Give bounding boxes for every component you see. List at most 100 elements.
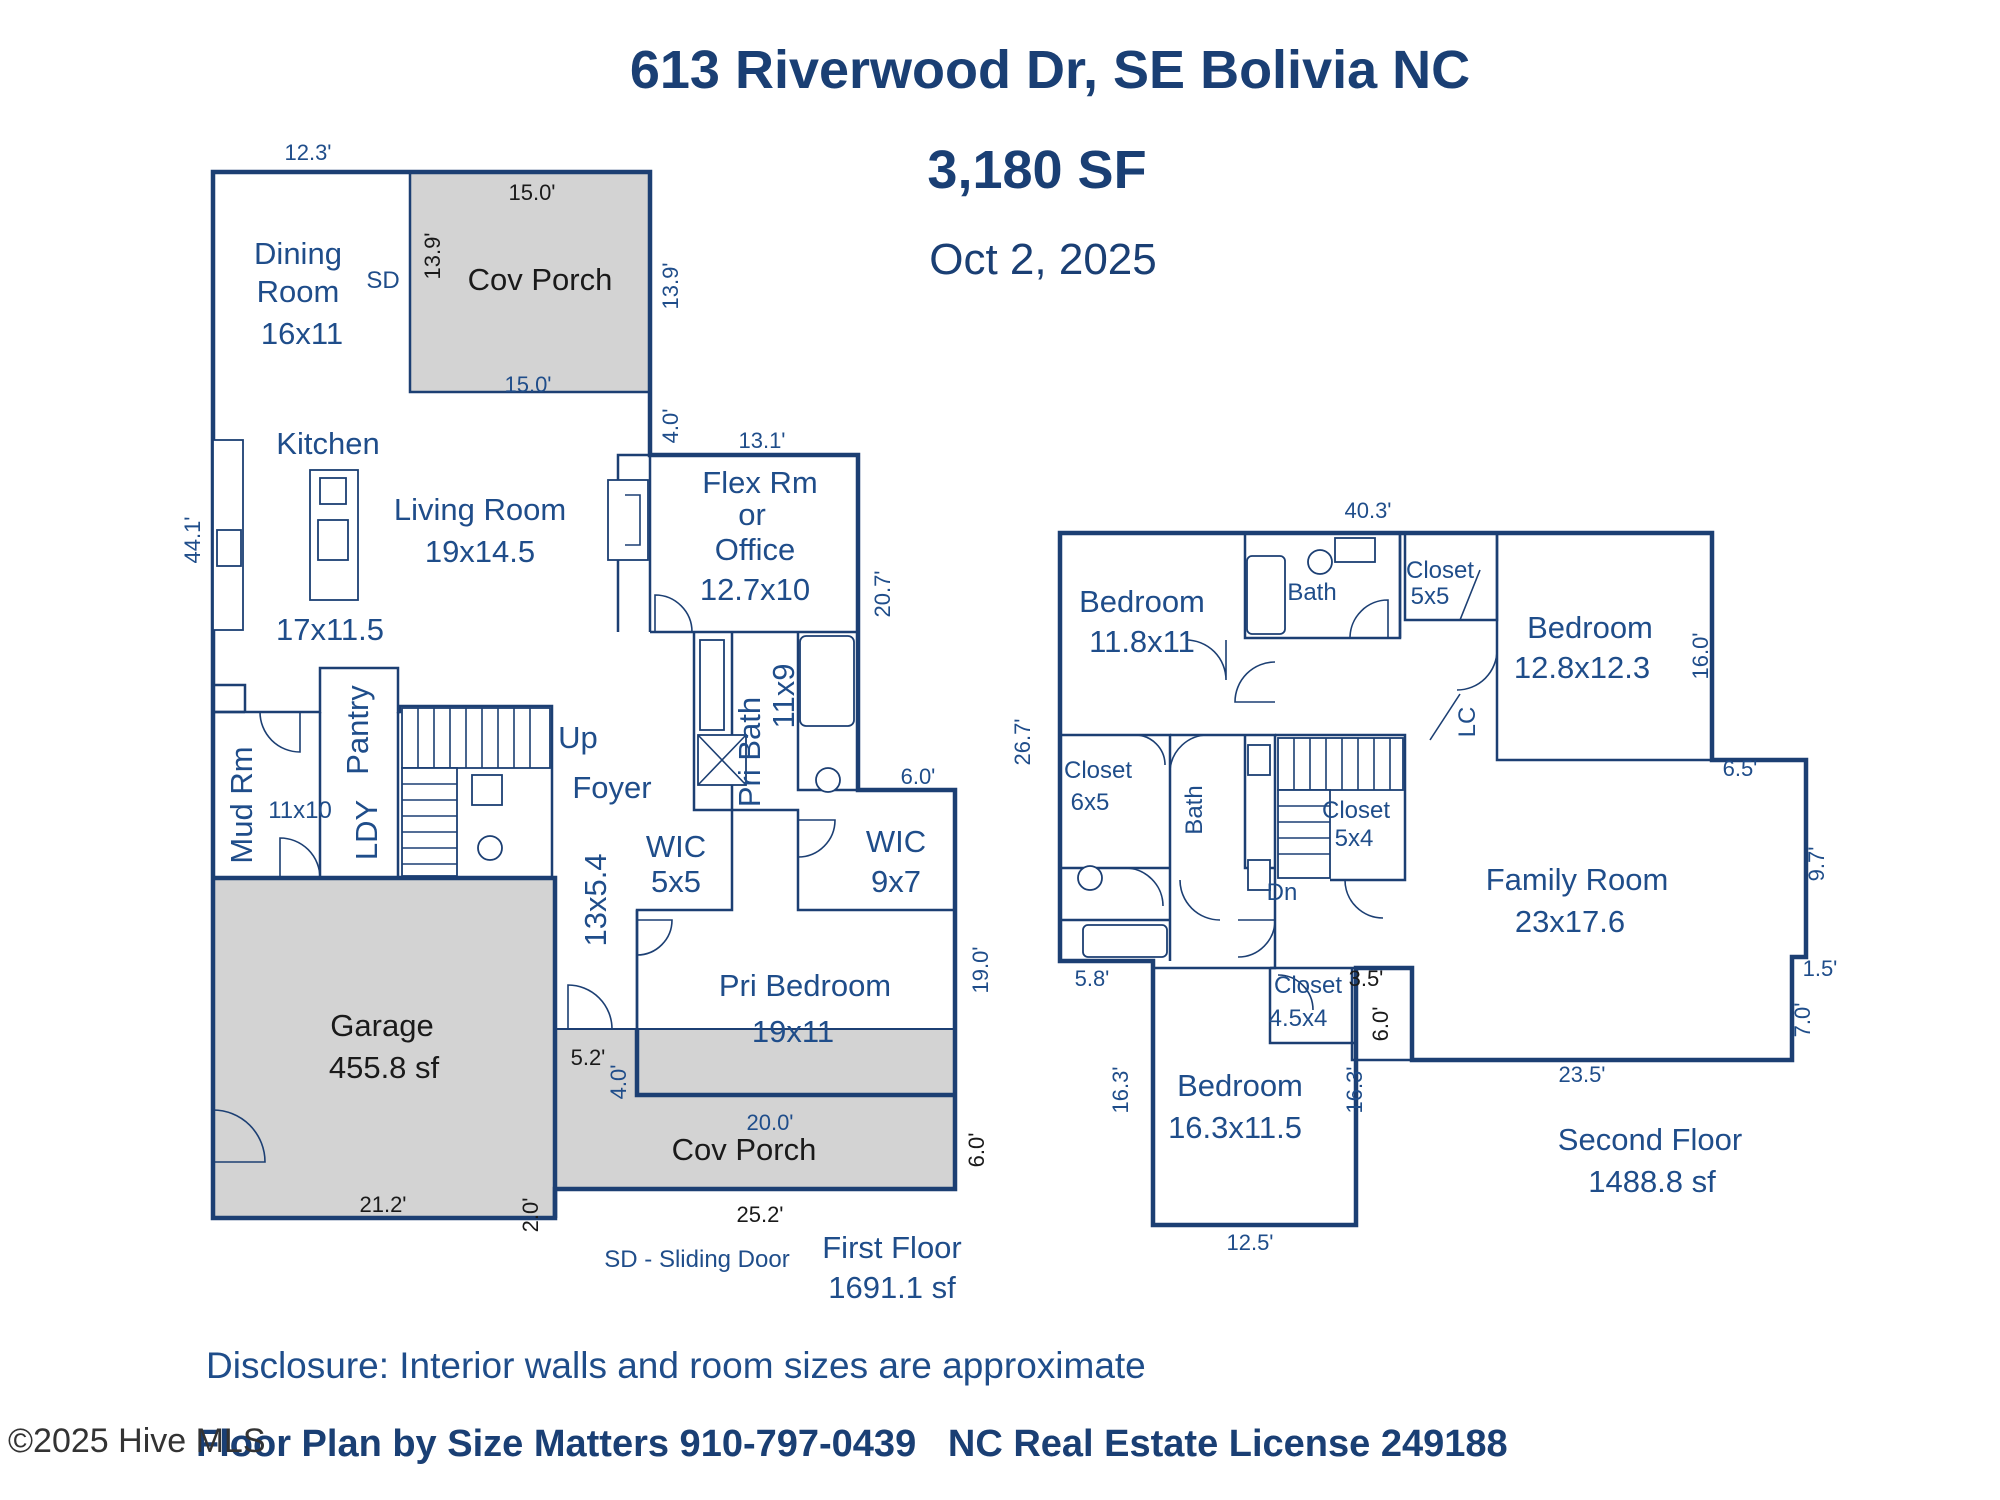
bath-mid-label: Bath xyxy=(1181,785,1208,834)
closet-small-size: 4.5x4 xyxy=(1269,1005,1328,1032)
door-swing xyxy=(797,819,836,858)
door-swing xyxy=(1349,599,1389,639)
dim-label: 20.7' xyxy=(870,570,895,617)
dim-label: 44.1' xyxy=(180,516,205,563)
property-address: 613 Riverwood Dr, SE Bolivia NC xyxy=(630,40,1470,100)
door-swing xyxy=(1234,661,1276,703)
bath-tub-wall xyxy=(796,632,858,792)
dim-label: 4.0' xyxy=(606,1065,631,1100)
primary-bedroom-label: Pri Bedroom xyxy=(719,968,891,1003)
closet-jog xyxy=(1350,968,1412,1062)
wic-right-label: WIC xyxy=(866,824,926,859)
door-swing xyxy=(1459,569,1481,621)
closet-stair-label: Closet xyxy=(1322,797,1390,824)
fireplace-inner xyxy=(625,494,641,546)
garage-label: Garage xyxy=(330,1008,433,1043)
dim-label: 19.0' xyxy=(968,946,993,993)
wic-right-size: 9x7 xyxy=(871,864,921,899)
flex-room-label: Office xyxy=(715,532,795,567)
foyer-label: Foyer xyxy=(572,770,651,805)
dim-label: 6.0' xyxy=(964,1133,989,1168)
first-floor-area: 1691.1 sf xyxy=(828,1270,956,1305)
wic-left-label: WIC xyxy=(646,829,706,864)
dim-label: 1.5' xyxy=(1803,956,1838,981)
door-swing xyxy=(654,594,693,633)
shower-cross xyxy=(697,734,747,786)
dim-label: 7.0' xyxy=(1790,1003,1815,1038)
bath-top-label: Bath xyxy=(1287,579,1336,606)
dim-label: 21.2' xyxy=(359,1192,406,1217)
living-room-size: 19x14.5 xyxy=(425,534,535,569)
vanity-icon xyxy=(699,639,725,731)
closet-left-label: Closet xyxy=(1064,757,1132,784)
bathtub-icon xyxy=(799,635,855,727)
door-swing xyxy=(1456,649,1498,691)
mud-room-size: 11x10 xyxy=(268,797,332,824)
door-swing xyxy=(636,919,673,956)
dim-label: 25.2' xyxy=(736,1202,783,1227)
linen-closet-label: LC xyxy=(1454,707,1481,738)
dining-room-label: Dining xyxy=(254,236,342,271)
laundry-walls xyxy=(318,712,400,878)
door-swing xyxy=(1344,879,1384,919)
closet-top-label: Closet xyxy=(1406,557,1474,584)
door-swing xyxy=(1429,693,1461,741)
door-swing xyxy=(1185,639,1227,681)
dim-label: 13.9' xyxy=(658,262,683,309)
dim-label: 15.0' xyxy=(508,180,555,205)
toilet-icon xyxy=(1307,549,1333,575)
bedroom-ne-label: Bedroom xyxy=(1527,610,1653,645)
first-floor-staircase xyxy=(401,707,551,877)
bedroom-nw-size: 11.8x11 xyxy=(1089,624,1195,659)
door-swing xyxy=(1169,734,1209,771)
garage-area-label: 455.8 sf xyxy=(329,1050,440,1085)
flex-room-size: 12.7x10 xyxy=(700,572,810,607)
credit-text: Floor Plan by Size Matters 910-797-0439 … xyxy=(196,1423,1508,1465)
dim-label: 6.0' xyxy=(1368,1007,1393,1042)
plan-date: Oct 2, 2025 xyxy=(929,235,1156,284)
kitchen-nook xyxy=(213,683,247,714)
primary-bath-label: Pri Bath xyxy=(732,697,767,807)
wic-left-size: 5x5 xyxy=(651,864,701,899)
bedroom-s-label: Bedroom xyxy=(1177,1068,1303,1103)
dim-label: 9.7' xyxy=(1804,847,1829,882)
second-floor-staircase xyxy=(1277,737,1404,879)
bath-left-wall xyxy=(1060,866,1170,922)
door-swing xyxy=(1179,879,1221,921)
second-floor-plan: Bedroom 11.8x11 Bath Closet 5x5 Bedroom … xyxy=(1010,498,1837,1255)
sliding-door-marker: SD xyxy=(366,267,399,294)
family-room-size: 23x17.6 xyxy=(1515,904,1625,939)
covered-porch-bottom-label: Cov Porch xyxy=(672,1132,817,1167)
dim-label: 13.9' xyxy=(420,232,445,279)
garage-area xyxy=(212,877,556,1219)
sink-icon xyxy=(1334,537,1376,563)
dim-label: 40.3' xyxy=(1344,498,1391,523)
dining-room-size: 16x11 xyxy=(261,316,343,351)
closet-stair-size: 5x4 xyxy=(1335,825,1374,852)
dishwasher-icon xyxy=(319,477,347,505)
dim-label: 5.8' xyxy=(1075,966,1110,991)
dim-label: 16.0' xyxy=(1688,632,1713,679)
dim-label: 12.3' xyxy=(284,140,331,165)
door-swing xyxy=(279,837,321,879)
closet-left-size: 6x5 xyxy=(1071,789,1110,816)
family-room-label: Family Room xyxy=(1486,862,1669,897)
sink-icon xyxy=(1247,859,1271,891)
fireplace-icon xyxy=(607,479,649,561)
kitchen-size: 17x11.5 xyxy=(276,612,384,647)
living-room-label: Living Room xyxy=(394,492,566,527)
second-floor-label: Second Floor xyxy=(1558,1122,1742,1157)
copyright-watermark: ©2025 Hive MLS xyxy=(8,1422,266,1460)
bedroom-nw-label: Bedroom xyxy=(1079,584,1205,619)
sink-icon xyxy=(471,774,503,806)
dim-label: 12.5' xyxy=(1226,1230,1273,1255)
sink-icon xyxy=(317,519,349,561)
bathtub-icon xyxy=(1246,555,1286,635)
dining-room-label: Room xyxy=(257,274,340,309)
dim-label: 6.5' xyxy=(1723,756,1758,781)
first-floor-plan: Dining Room 16x11 SD Cov Porch Kitchen 1… xyxy=(180,140,993,1305)
toilet-icon xyxy=(477,835,503,861)
hall-size: 13x5.4 xyxy=(578,853,613,946)
covered-porch-top xyxy=(409,171,651,393)
